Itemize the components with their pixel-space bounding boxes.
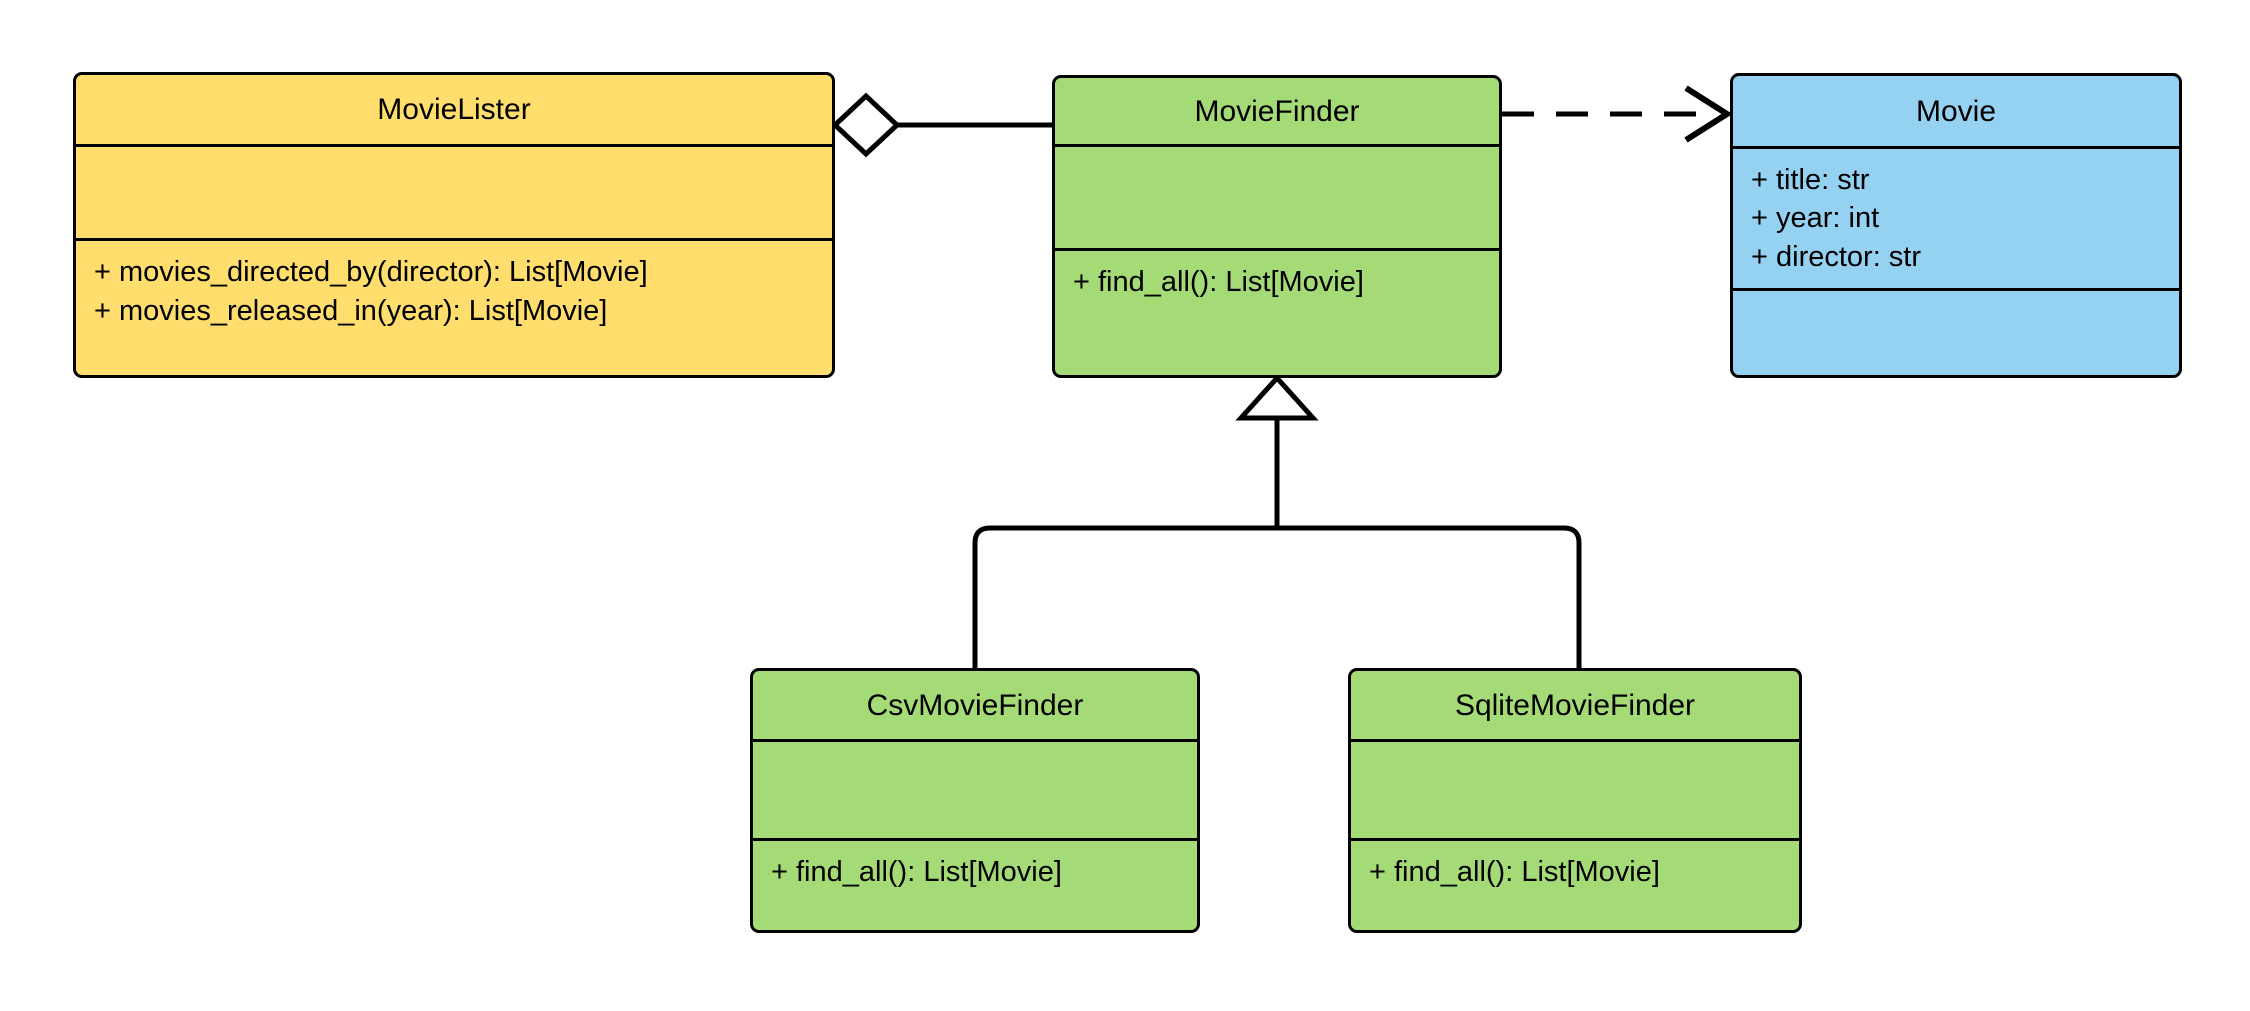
- operation-item: + movies_released_in(year): List[Movie]: [94, 294, 608, 327]
- generalization-tree: [972, 374, 1582, 668]
- class-name-movielister: MovieLister: [76, 75, 832, 148]
- attributes-compartment-csvmoviefinder: [753, 742, 1197, 842]
- operations-compartment-moviefinder: + find_all(): List[Movie]: [1055, 251, 1499, 375]
- class-name-movie: Movie: [1733, 76, 2179, 150]
- operation-item: + find_all(): List[Movie]: [771, 856, 1062, 889]
- attribute-item: + director: str: [1751, 240, 1922, 273]
- attributes-compartment-movie: + title: str + year: int + director: str: [1733, 149, 2179, 291]
- uml-class-sqlitemoviefinder[interactable]: SqliteMovieFinder + find_all(): List[Mov…: [1348, 668, 1802, 933]
- hollow-triangle-icon: [1235, 374, 1319, 421]
- hollow-diamond-icon: [831, 92, 901, 158]
- operation-item: + find_all(): List[Movie]: [1369, 856, 1660, 889]
- open-arrow-icon: [1684, 85, 1733, 143]
- class-name-moviefinder: MovieFinder: [1055, 78, 1499, 148]
- uml-class-csvmoviefinder[interactable]: CsvMovieFinder + find_all(): List[Movie]: [750, 668, 1200, 933]
- uml-class-moviefinder[interactable]: MovieFinder + find_all(): List[Movie]: [1052, 75, 1502, 378]
- operations-compartment-sqlitemoviefinder: + find_all(): List[Movie]: [1351, 841, 1799, 930]
- attribute-item: + title: str: [1751, 164, 1870, 197]
- uml-class-movielister[interactable]: MovieLister + movies_directed_by(directo…: [73, 72, 835, 378]
- attribute-item: + year: int: [1751, 202, 1880, 235]
- operations-compartment-movie: [1733, 291, 2179, 375]
- attributes-compartment-moviefinder: [1055, 147, 1499, 252]
- dependency-moviefinder-movie: [1502, 85, 1733, 143]
- attributes-compartment-movielister: [76, 147, 832, 242]
- attributes-compartment-sqlitemoviefinder: [1351, 742, 1799, 842]
- operation-item: + movies_directed_by(director): List[Mov…: [94, 256, 648, 289]
- generalization-fork: [972, 525, 1582, 668]
- uml-class-movie[interactable]: Movie + title: str + year: int + directo…: [1730, 73, 2182, 378]
- class-name-csvmoviefinder: CsvMovieFinder: [753, 671, 1197, 743]
- aggregation-movielister-moviefinder: [831, 92, 1052, 158]
- class-name-sqlitemoviefinder: SqliteMovieFinder: [1351, 671, 1799, 743]
- operation-item: + find_all(): List[Movie]: [1073, 266, 1364, 299]
- operations-compartment-csvmoviefinder: + find_all(): List[Movie]: [753, 841, 1197, 930]
- operations-compartment-movielister: + movies_directed_by(director): List[Mov…: [76, 241, 832, 375]
